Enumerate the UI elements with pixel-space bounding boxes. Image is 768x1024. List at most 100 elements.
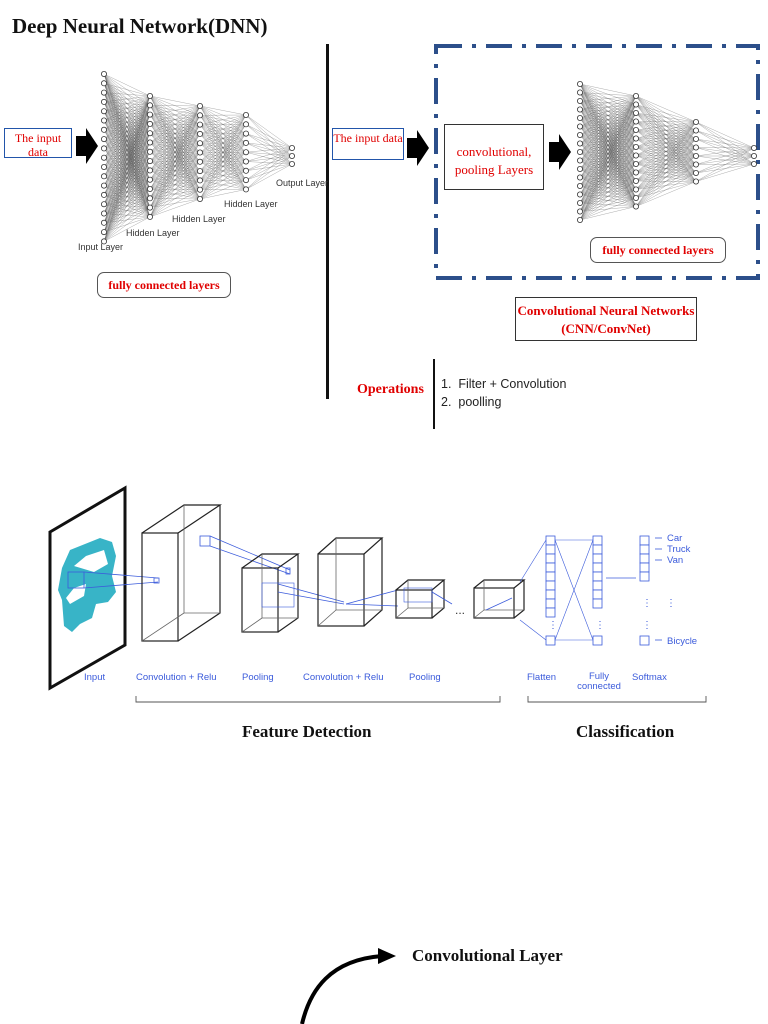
neuron xyxy=(242,149,249,156)
neuron xyxy=(146,167,153,174)
cnn-conv-box: convolutional, pooling Layers xyxy=(444,124,544,190)
dnn-layer-label: Hidden Layer xyxy=(172,214,226,224)
feature-detection-bracket xyxy=(135,696,501,703)
operations-label: Operations xyxy=(357,382,424,397)
neuron xyxy=(196,168,203,175)
flatten-neuron xyxy=(545,635,556,646)
flatten-neuron xyxy=(545,544,556,555)
fc-neuron xyxy=(592,580,603,591)
neuron xyxy=(693,136,700,143)
neuron xyxy=(101,108,108,115)
neuron xyxy=(196,130,203,137)
fc-neuron xyxy=(592,598,603,609)
neuron xyxy=(196,177,203,184)
dnn-layer-label: Hidden Layer xyxy=(224,199,278,209)
softmax-neuron xyxy=(639,544,650,555)
softmax-neuron xyxy=(639,562,650,573)
neuron xyxy=(750,145,757,152)
curved-arrow xyxy=(300,948,396,1024)
flatten-neuron xyxy=(545,553,556,564)
stage-label: Softmax xyxy=(632,672,667,683)
neuron xyxy=(196,112,203,119)
fc-neuron xyxy=(592,571,603,582)
stage-label: Input xyxy=(84,672,106,683)
ellipsis: ... xyxy=(455,603,465,617)
neuron xyxy=(577,123,583,130)
neuron xyxy=(101,219,108,226)
neuron xyxy=(101,89,108,96)
neuron xyxy=(101,98,108,105)
neuron xyxy=(288,145,295,152)
dnn-layer-label: Output Layer xyxy=(276,178,329,188)
classification-bracket xyxy=(527,696,707,703)
neuron xyxy=(633,118,640,125)
neuron xyxy=(196,158,203,165)
softmax-ellipsis: ⋮ xyxy=(642,598,652,609)
neuron xyxy=(101,182,108,189)
fc-neuron xyxy=(592,553,603,564)
neuron xyxy=(146,176,153,183)
neuron xyxy=(101,164,108,171)
neuron xyxy=(288,161,295,168)
dnn-layer-label: Hidden Layer xyxy=(126,228,180,238)
neuron xyxy=(196,186,203,193)
neuron xyxy=(101,145,108,152)
neuron xyxy=(633,127,640,134)
neuron xyxy=(633,144,640,151)
neuron xyxy=(288,153,295,160)
stage-label: Convolution + Relu xyxy=(136,672,217,683)
neuron xyxy=(633,161,640,168)
neuron xyxy=(633,186,640,193)
neuron xyxy=(242,167,249,174)
fc-neuron xyxy=(592,562,603,573)
neuron xyxy=(196,140,203,147)
softmax-neuron xyxy=(639,535,650,546)
neuron xyxy=(101,136,108,143)
neuron xyxy=(577,174,583,181)
neuron xyxy=(577,208,583,215)
dnn-layer-label: Input Layer xyxy=(78,242,124,252)
cnn-input-arrow xyxy=(407,130,431,171)
operations-bracket xyxy=(433,359,435,429)
cnn-input-box: The input data xyxy=(332,128,404,160)
neuron xyxy=(633,152,640,159)
neuron xyxy=(577,183,583,190)
stage-label: Pooling xyxy=(409,672,441,683)
dnn-network xyxy=(101,70,295,245)
fc-neuron xyxy=(592,635,603,646)
stage-label: Convolution + Relu xyxy=(303,672,384,683)
fc-neuron xyxy=(592,535,603,546)
neuron xyxy=(633,203,640,210)
fc-neuron xyxy=(592,589,603,600)
section-feature-detection: Feature Detection xyxy=(242,722,372,741)
neuron xyxy=(101,229,108,236)
neuron xyxy=(101,70,108,77)
neuron xyxy=(146,139,153,146)
class-label: Van xyxy=(667,555,684,566)
neuron xyxy=(750,153,757,160)
flatten-neuron xyxy=(545,571,556,582)
neuron xyxy=(196,121,203,128)
feature-map-conv2 xyxy=(317,537,384,627)
neuron xyxy=(242,130,249,137)
cnn-name-box: Convolutional Neural Networks (CNN/ConvN… xyxy=(515,297,697,341)
neuron xyxy=(633,135,640,142)
neuron xyxy=(633,110,640,117)
fc-neuron xyxy=(592,544,603,555)
neuron xyxy=(577,106,583,113)
feature-map-pool1 xyxy=(241,553,300,633)
neuron xyxy=(101,154,108,161)
neuron xyxy=(693,144,700,151)
feature-map-final xyxy=(473,579,526,619)
flatten-neuron xyxy=(545,562,556,573)
neuron xyxy=(101,117,108,124)
neuron xyxy=(693,161,700,168)
dnn-input-arrow xyxy=(76,128,100,169)
softmax-neuron xyxy=(639,635,650,646)
neuron xyxy=(633,92,640,99)
neuron xyxy=(242,158,249,165)
neuron xyxy=(693,119,700,126)
neuron xyxy=(101,80,108,87)
neuron xyxy=(242,112,249,119)
neuron xyxy=(577,89,583,96)
